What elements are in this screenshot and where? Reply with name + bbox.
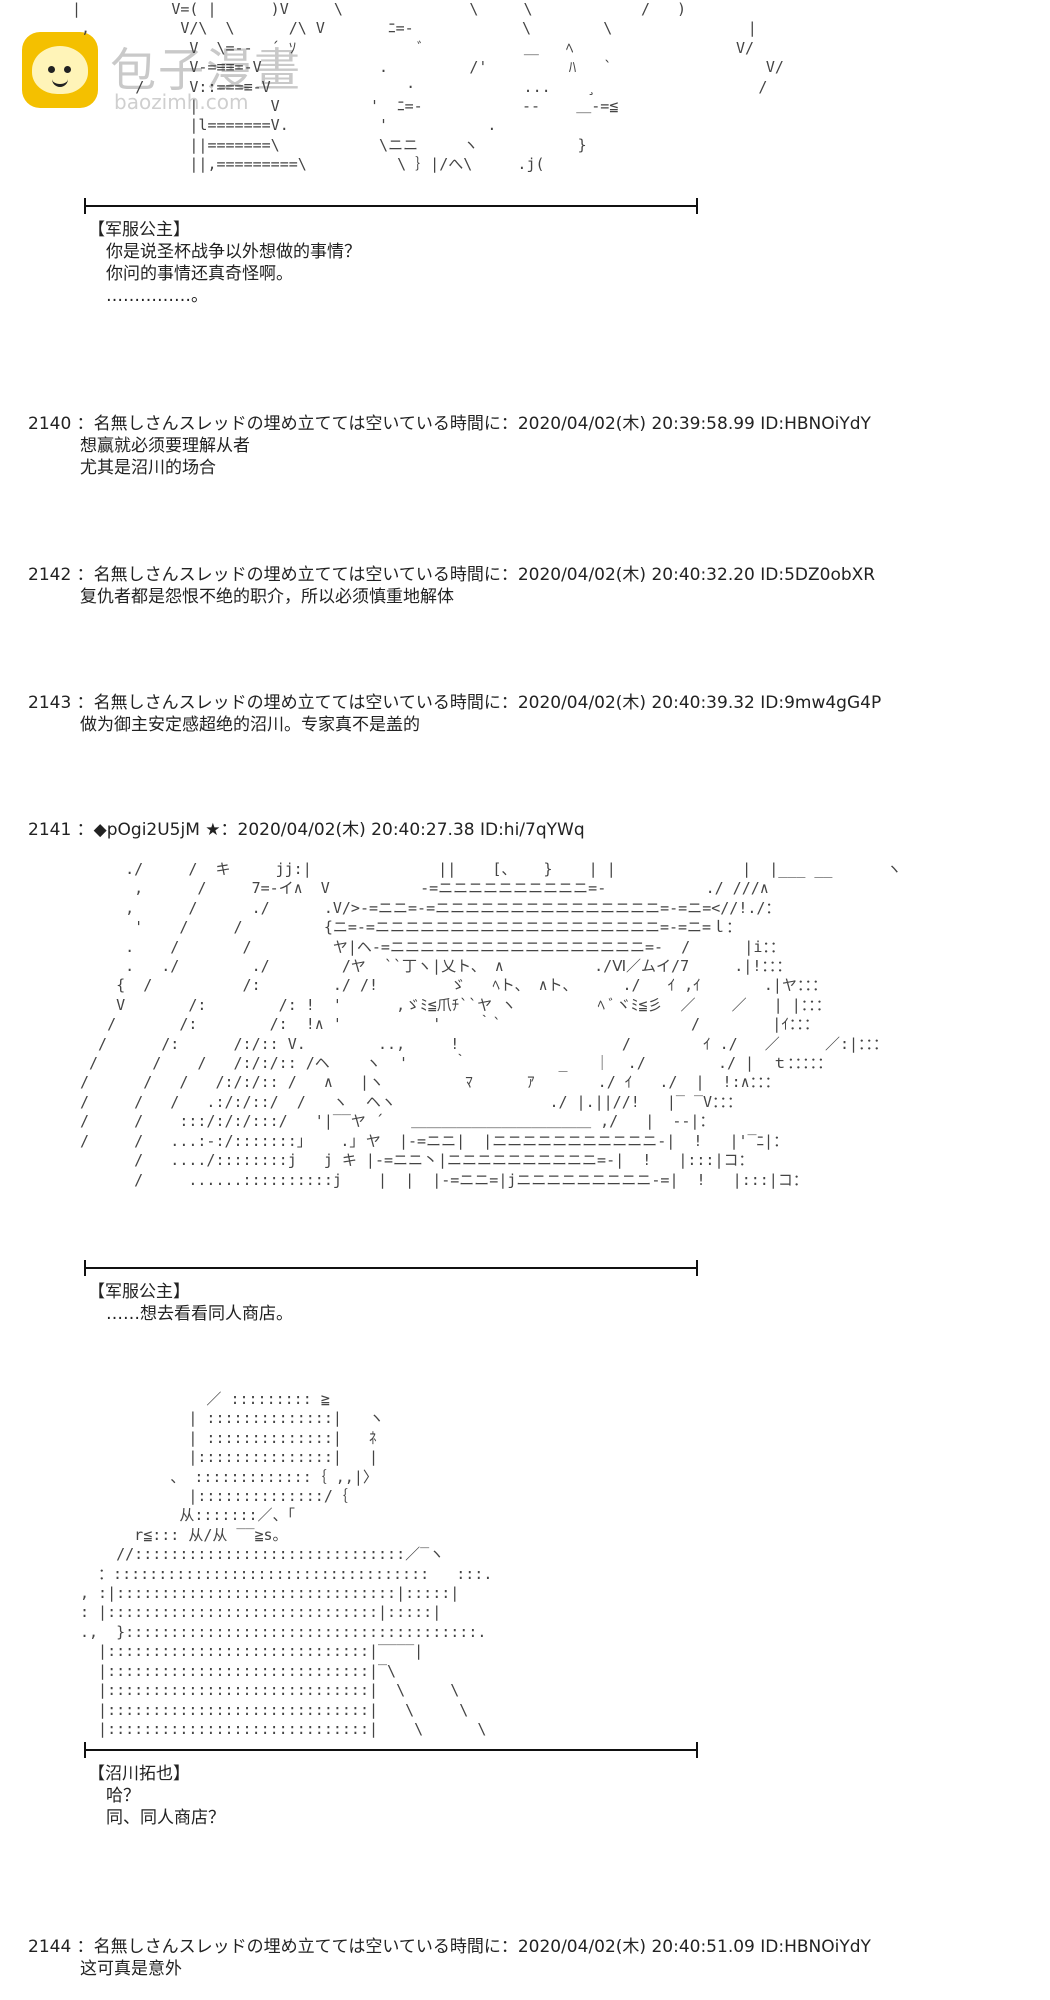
scene-divider-1 (84, 198, 698, 214)
post-text: 复仇者都是怨恨不绝的职介，所以必须慎重地解体 (80, 587, 454, 607)
dialogue-line: 你问的事情还真奇怪啊。 (106, 264, 293, 284)
scene-divider-3 (84, 1742, 698, 1758)
post-header: 2142 ：名無しさんスレッドの埋め立てては空いている時間に：2020/04/0… (28, 565, 876, 585)
bun-mascot-icon (22, 32, 98, 108)
speaker-name: 【军服公主】 (88, 1282, 190, 1302)
dialogue-line: 同、同人商店？ (106, 1808, 225, 1828)
ascii-art-top: | V=( | )V \ \ \ / ) , V/\ \ /\ V ﾆ=‐ \ … (72, 0, 784, 174)
watermark-title: 包子漫畫 (110, 43, 302, 97)
dialogue-line: 哈？ (106, 1786, 140, 1806)
dialogue-line: 你是说圣杯战争以外想做的事情？ (106, 242, 361, 262)
site-watermark: 包子漫畫 baozimh.com (22, 32, 322, 122)
ascii-art-bottom: ／ ::::::::: ≧ | ::::::::::::::| ヽ | ::::… (80, 1390, 493, 1738)
post-header: 2140 ：名無しさんスレッドの埋め立てては空いている時間に：2020/04/0… (28, 414, 871, 434)
ascii-art-middle: ./ / キ jj:| || [、 } | | | |___ __ ヽ , / … (80, 860, 902, 1189)
post-header: 2144 ：名無しさんスレッドの埋め立てては空いている時間に：2020/04/0… (28, 1937, 871, 1957)
watermark-subtitle: baozimh.com (114, 90, 249, 114)
post-header: 2143 ：名無しさんスレッドの埋め立てては空いている時間に：2020/04/0… (28, 693, 882, 713)
speaker-name: 【军服公主】 (88, 220, 190, 240)
post-header: 2141 ：◆pOgi2U5jM ★：2020/04/02(木) 20:40:2… (28, 820, 585, 840)
scene-divider-2 (84, 1260, 698, 1276)
post-text: 想赢就必须要理解从者 (80, 436, 250, 456)
dialogue-line: ……想去看看同人商店。 (106, 1304, 293, 1324)
post-text: 尤其是沼川的场合 (80, 458, 216, 478)
post-text: 这可真是意外 (80, 1959, 182, 1979)
post-text: 做为御主安定感超绝的沼川。专家真不是盖的 (80, 715, 420, 735)
speaker-name: 【沼川拓也】 (88, 1764, 190, 1784)
dialogue-line: ……………。 (106, 286, 208, 306)
